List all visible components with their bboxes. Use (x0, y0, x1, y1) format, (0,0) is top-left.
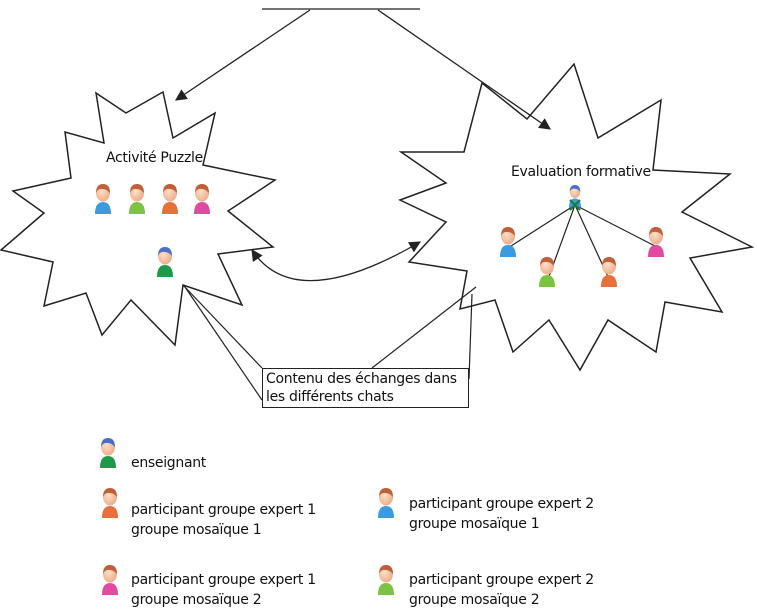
link-teacher-pink (574, 204, 656, 247)
participant-orange-icon (162, 184, 178, 214)
legend-expert2-mosaic1-icon (378, 488, 394, 518)
participant-blue-icon (500, 227, 516, 257)
link-teacher-blue (510, 204, 576, 247)
callout-line-right-b (468, 293, 473, 380)
legend-line: groupe mosaïque 2 (409, 592, 540, 608)
legend-expert1-mosaic1-label: participant groupe expert 1 groupe mosaï… (131, 500, 316, 540)
evaluation-title: Evaluation formative (511, 164, 651, 180)
participant-orange-icon (601, 257, 617, 287)
legend-line: participant groupe expert 2 (409, 572, 594, 588)
arrow-to-puzzle (175, 9, 311, 101)
legend-expert2-mosaic2-label: participant groupe expert 2 groupe mosaï… (409, 570, 594, 610)
participant-blue-icon (95, 184, 111, 214)
teacher-node-marker (569, 199, 581, 211)
participant-pink-icon (648, 227, 664, 257)
legend-teacher-line-1: enseignant (131, 455, 206, 471)
callout-line-right-a (371, 286, 477, 369)
legend-expert1-mosaic2-icon (102, 565, 118, 595)
legend-line: participant groupe expert 1 (131, 572, 316, 588)
legend-line: groupe mosaïque 1 (409, 516, 540, 532)
starburst-evaluation (398, 62, 755, 372)
legend-line: participant groupe expert 2 (409, 496, 594, 512)
participant-green-icon (539, 257, 555, 287)
starburst-puzzle (0, 90, 277, 347)
legend-line: groupe mosaïque 2 (131, 592, 262, 608)
legend-teacher-icon (100, 438, 116, 468)
callout-line-left-a (182, 284, 263, 369)
teacher-icon (157, 247, 173, 277)
legend-expert1-mosaic2-label: participant groupe expert 1 groupe mosaï… (131, 570, 316, 610)
note-line-1: Contenu des échanges dans (266, 371, 457, 387)
callout-line-left-b (184, 286, 263, 401)
legend-teacher-label: enseignant (131, 453, 206, 473)
puzzle-title: Activité Puzzle (106, 150, 203, 166)
chat-content-note: Contenu des échanges dans les différents… (262, 368, 469, 408)
legend-expert2-mosaic1-label: participant groupe expert 2 groupe mosaï… (409, 494, 594, 534)
note-line-2: les différents chats (266, 389, 394, 405)
exchange-arrow (251, 241, 422, 282)
legend-expert1-mosaic1-icon (102, 488, 118, 518)
legend-line: groupe mosaïque 1 (131, 522, 262, 538)
participant-green-icon (129, 184, 145, 214)
participant-pink-icon (194, 184, 210, 214)
legend-expert2-mosaic2-icon (378, 565, 394, 595)
legend-line: participant groupe expert 1 (131, 502, 316, 518)
arrow-to-evaluation (377, 9, 551, 130)
